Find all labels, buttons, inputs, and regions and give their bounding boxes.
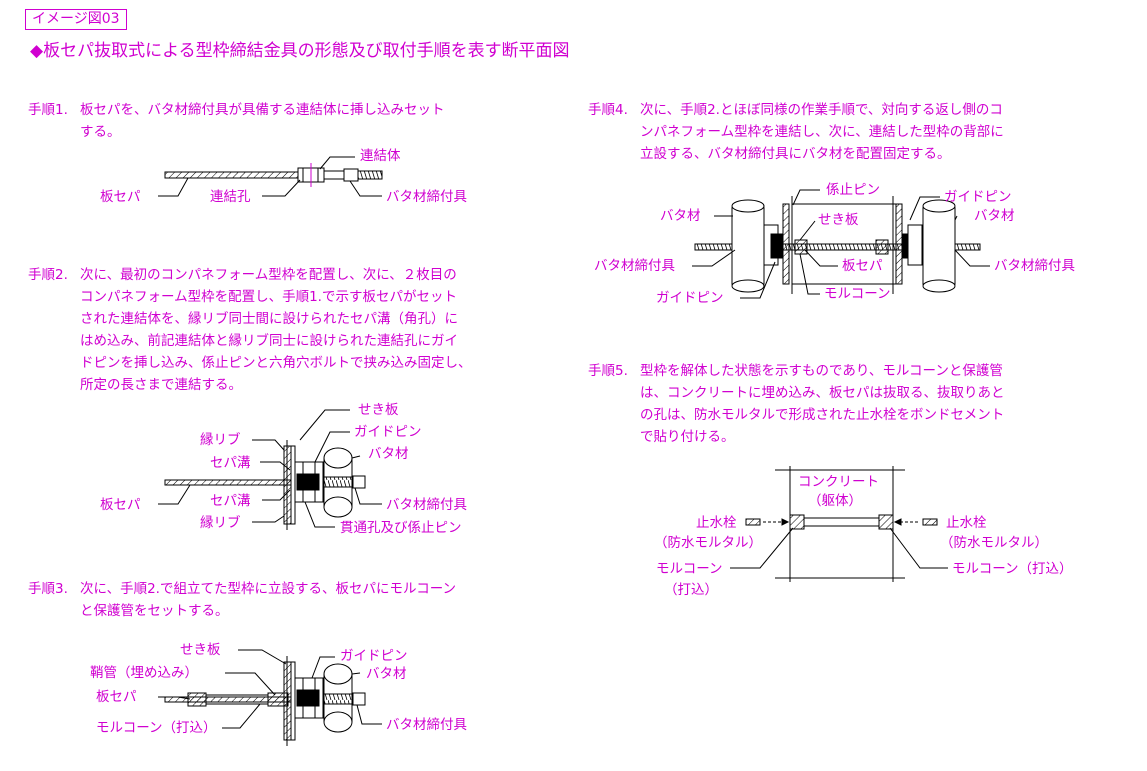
callout-bosui-right: （防水モルタル） [940,535,1048,551]
step-5-line: で貼り付ける。 [640,429,735,445]
step-2-line: された連結体を、縁リブ同士間に設けられたセパ溝（角孔）に [80,311,458,327]
step-4-line: 立設する、バタ材締付具にバタ材を配置固定する。 [640,146,951,162]
step-3-label: 手順3. [28,581,68,597]
step-1-text: 手順1. 板セパを、バタ材締付具が具備する連結体に挿し込みセット する。 [28,99,568,143]
callout-renketsuko: 連結孔 [210,189,251,205]
callout-sayakan: 鞘管（埋め込み） [90,665,198,681]
callout-guide-pin-right: ガイドピン [944,189,1012,205]
water-stop-plug-left [745,518,761,526]
step-4-label: 手順4. [588,102,628,118]
step-5-label: 手順5. [588,363,628,379]
form-panel-left [782,203,790,285]
callout-shisuisen-right: 止水栓 [946,515,987,531]
callout-bosui-left: （防水モルタル） [654,535,762,551]
step-4-line: ンパネフォーム型枠を連結し、次に、連結した型枠の背部に [640,124,1004,140]
plate-separator [164,171,301,179]
mortar-cone-right [878,514,894,530]
step-5-line: 型枠を解体した状態を示すものであり、モルコーンと保護管 [640,363,1003,379]
callout-bata-shimetsuke: バタ材締付具 [386,189,467,205]
step-5-line: は、コンクリートに埋め込み、板セパは抜取る、抜取りあと [640,385,1005,401]
callout-bata-shimetsuke: バタ材締付具 [386,497,467,513]
page-title: ◆板セパ抜取式による型枠締結金具の形態及び取付手順を表す断平面図 [30,41,570,61]
water-stop-plug-right [922,518,938,526]
step-3-line: と保護管をセットする。 [80,603,229,619]
callout-sekiita: せき板 [818,212,859,228]
step-5-drawing [745,466,938,582]
step-1-drawing [164,163,383,187]
callout-morcone: モルコーン（打込） [96,720,217,736]
callout-morcone-right: モルコーン（打込） [952,561,1073,577]
callout-sepa-mizo-top: セパ溝 [210,455,251,471]
step-3-text: 手順3. 次に、手順2.で組立てた型枠に立設する、板セパにモルコーン と保護管を… [28,578,568,622]
step-3-leaders [158,649,382,729]
callout-bata-shimetsuke-right: バタ材締付具 [994,258,1075,274]
callout-morcone-left: モルコーン [656,561,723,577]
step-5-text: 手順5. 型枠を解体した状態を示すものであり、モルコーンと保護管 は、コンクリー… [588,360,1128,448]
callout-guide-pin: ガイドピン [340,648,408,664]
step-2-line: はめ込み、前記連結体と縁リブ同士に設けられた連結孔にガイ [80,333,458,349]
step-3-line: 次に、手順2.で組立てた型枠に立設する、板セパにモルコーン [80,581,457,597]
batten-round [323,663,353,685]
callout-bata-right: バタ材 [974,208,1015,224]
step-2-label: 手順2. [28,267,68,283]
step-4-leaders [692,189,990,299]
step-2-text: 手順2. 次に、最初のコンパネフォーム型枠を配置し、次に、２枚目の コンパネフォ… [28,264,568,396]
callout-keishi-pin: 係止ピン [826,182,880,198]
step-1-leaders [158,156,382,197]
callout-shisuisen-left: 止水栓 [696,515,737,531]
callout-sekiita: せき板 [358,402,399,418]
callout-itasepa: 板セパ [100,189,141,205]
mortar-cone-left [789,514,805,530]
callout-itasepa: 板セパ [96,689,137,705]
step-4-drawing [694,196,981,294]
callout-guide-pin: ガイドピン [354,424,422,440]
plate-separator [164,479,294,486]
batten-left [731,205,765,287]
callout-bata: バタ材 [366,666,407,682]
step-2-line: コンパネフォーム型枠を配置し、手順1.で示す板セパがセット [80,289,457,305]
step-2-drawing [164,440,366,530]
callout-itasepa: 板セパ [100,497,141,513]
step-2-line: 所定の長さまで連結する。 [80,377,242,393]
callout-fuchi-rib-top: 縁リブ [200,432,241,448]
figure-tag: イメージ図03 [25,9,127,30]
callout-bata: バタ材 [368,446,409,462]
batten-right [922,205,956,287]
callout-morcone: モルコーン [824,286,891,302]
callout-bata-shimetsuke: バタ材締付具 [386,717,467,733]
callout-kutai: （躯体） [808,493,862,509]
callout-itasepa: 板セパ [842,258,883,274]
callout-bata-shimetsuke-left: バタ材締付具 [594,258,675,274]
mortar-cone [187,692,207,707]
callout-bata-left: バタ材 [660,208,701,224]
callout-renketsutai: 連結体 [360,148,401,164]
step-1-label: 手順1. [28,102,68,118]
bolt-thread [357,170,383,180]
step-1-line: 板セパを、バタ材締付具が具備する連結体に挿し込みセット [80,102,445,118]
step-2-leaders [158,409,382,528]
step-2-line: 次に、最初のコンパネフォーム型枠を配置し、次に、２枚目の [80,267,457,283]
batten-round [323,447,353,469]
bolt-thread [694,243,981,251]
step-4-line: 次に、手順2.とほぼ同様の作業手順で、対向する返し側のコ [640,102,1003,118]
callout-sekiita: せき板 [180,642,221,658]
step-5-leaders [730,527,948,569]
callout-uchikomi-left: （打込） [664,582,718,598]
callout-concrete: コンクリート [798,474,879,490]
step-4-text: 手順4. 次に、手順2.とほぼ同様の作業手順で、対向する返し側のコ ンパネフォー… [588,99,1128,165]
callout-sepa-mizo-bottom: セパ溝 [210,493,251,509]
step-5-line: の孔は、防水モルタルで形成された止水栓をボンドセメント [640,407,1005,423]
callout-fuchi-rib-bottom: 縁リブ [200,515,241,531]
form-panel-right [895,203,903,285]
callout-kantsuko: 貫通孔及び係止ピン [340,520,462,536]
step-2-line: ドピンを挿し込み、係止ピンと六角穴ボルトで挟み込み固定し、 [80,355,472,371]
step-1-line: する。 [80,124,121,140]
callout-guide-pin-left: ガイドピン [656,290,724,306]
step-3-drawing [164,656,366,746]
